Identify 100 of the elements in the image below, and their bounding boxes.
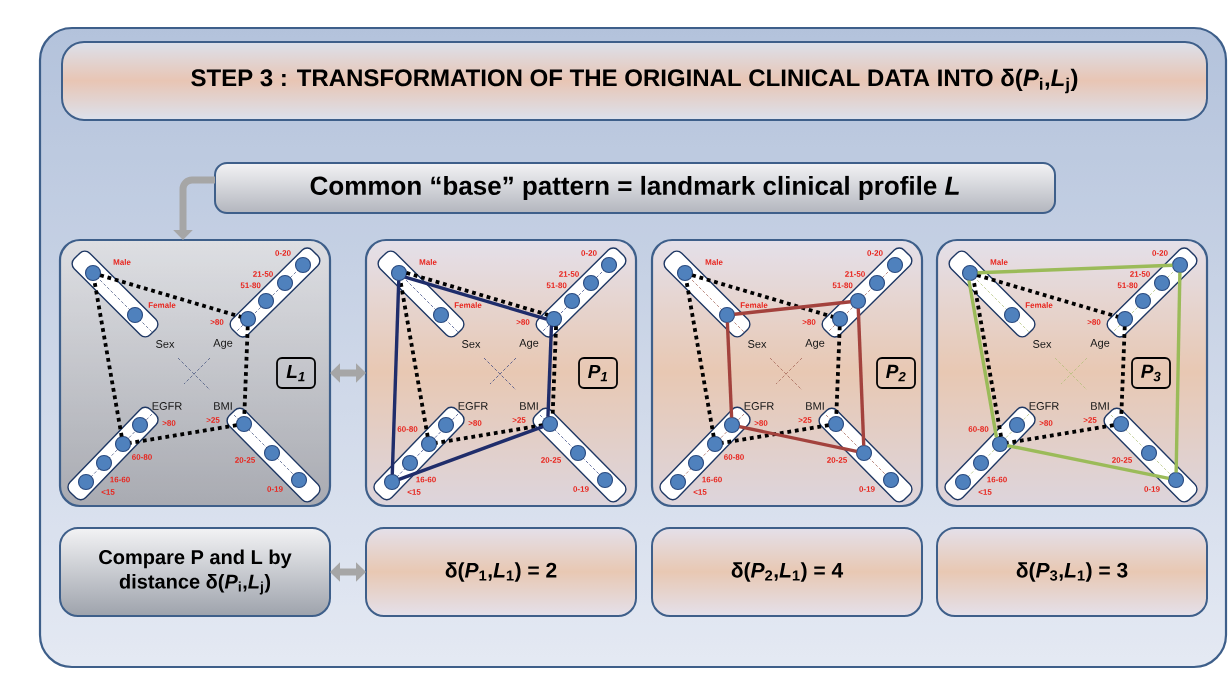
dot-marker <box>972 454 990 472</box>
dotted-line <box>684 280 716 437</box>
axis-label: EGFR <box>458 402 488 410</box>
dot-marker <box>131 416 149 434</box>
value-label: <15 <box>693 489 707 495</box>
dot-marker <box>991 435 1009 453</box>
tag-box: P$_{1}$ <box>578 357 618 389</box>
value-label: >80 <box>802 319 816 325</box>
dot-marker <box>582 274 600 292</box>
value-label: 0-19 <box>859 486 875 492</box>
polygon-line <box>739 424 858 454</box>
value-label: 0-20 <box>867 250 883 256</box>
value-label: Female <box>740 302 768 308</box>
dotted-line <box>99 273 242 319</box>
value-label: >80 <box>468 420 482 426</box>
dot-marker <box>420 435 438 453</box>
dot-marker <box>545 310 563 328</box>
axis-label: Sex <box>1033 340 1052 348</box>
dot-marker <box>718 306 736 324</box>
polygon-line <box>856 308 866 446</box>
dotted-line <box>1119 326 1127 417</box>
dotted-line <box>976 273 1119 319</box>
result-box: δ(P$_{2}$,L$_{1}$) = 4 <box>651 527 923 617</box>
dot-marker <box>706 435 724 453</box>
value-label: 21-50 <box>1130 271 1150 277</box>
value-label: 0-19 <box>573 486 589 492</box>
dotted-line <box>130 423 237 445</box>
axis-label: Sex <box>748 340 767 348</box>
value-label: >80 <box>1087 319 1101 325</box>
axis-label: EGFR <box>1029 402 1059 410</box>
dot-marker <box>723 416 741 434</box>
value-label: Female <box>148 302 176 308</box>
dot-marker <box>95 454 113 472</box>
value-label: 20-25 <box>541 457 561 463</box>
value-label: >25 <box>798 417 812 423</box>
dot-marker <box>868 274 886 292</box>
axis-label: BMI <box>1091 402 1109 410</box>
axis-label: Age <box>805 339 825 349</box>
value-label: 51-80 <box>832 282 853 289</box>
polygon-line <box>546 326 554 417</box>
dot-marker <box>257 292 275 310</box>
value-label: <15 <box>978 489 992 495</box>
dot-marker <box>849 292 867 310</box>
axis-label: Age <box>1090 339 1110 349</box>
dot-marker <box>290 471 308 489</box>
axis-label: BMI <box>806 402 824 410</box>
value-label: Female <box>1025 302 1053 308</box>
value-label: >25 <box>512 417 526 423</box>
value-label: 21-50 <box>253 271 273 277</box>
dot-marker <box>114 435 132 453</box>
axis-label: BMI <box>520 402 538 410</box>
dot-marker <box>1171 256 1189 274</box>
dot-marker <box>596 471 614 489</box>
dot-marker <box>239 310 257 328</box>
dotted-line <box>1007 423 1114 445</box>
axis-label: EGFR <box>152 402 182 410</box>
value-label: Male <box>419 259 437 265</box>
value-label: >25 <box>1083 417 1097 423</box>
result-box: δ(P$_{3}$,L$_{1}$) = 3 <box>936 527 1208 617</box>
dot-marker <box>886 256 904 274</box>
value-label: 0-20 <box>581 250 597 256</box>
block-arrow <box>330 562 366 582</box>
dot-marker <box>827 415 845 433</box>
value-label: 51-80 <box>1117 282 1138 289</box>
axis-label: Sex <box>156 340 175 348</box>
dot-marker <box>1153 274 1171 292</box>
tag-box: P$_{2}$ <box>876 357 916 389</box>
dot-marker <box>1116 310 1134 328</box>
value-label: 20-25 <box>1112 457 1132 463</box>
axis-label: Sex <box>462 340 481 348</box>
value-label: 20-25 <box>235 457 255 463</box>
dot-marker <box>1167 471 1185 489</box>
value-label: >25 <box>206 417 220 423</box>
value-label: 0-19 <box>1144 486 1160 492</box>
dot-marker <box>235 415 253 433</box>
value-label: <15 <box>101 489 115 495</box>
value-label: 51-80 <box>546 282 567 289</box>
result-box: δ(P$_{1}$,L$_{1}$) = 2 <box>365 527 637 617</box>
dot-marker <box>687 454 705 472</box>
dot-marker <box>84 264 102 282</box>
dotted-line <box>92 280 124 437</box>
polygon-line <box>1007 443 1169 481</box>
value-label: Male <box>705 259 723 265</box>
value-label: 21-50 <box>845 271 865 277</box>
dotted-line <box>242 326 250 417</box>
polygon-line <box>734 300 851 316</box>
dot-marker <box>600 256 618 274</box>
dot-marker <box>563 292 581 310</box>
value-label: >80 <box>754 420 768 426</box>
dotted-line <box>436 423 543 445</box>
block-arrow <box>330 363 366 383</box>
value-label: 60-80 <box>968 426 989 432</box>
value-label: 20-25 <box>827 457 847 463</box>
dot-marker <box>676 264 694 282</box>
dot-marker <box>831 310 849 328</box>
axis-label: EGFR <box>744 402 774 410</box>
dotted-line <box>398 280 430 437</box>
value-label: >80 <box>1039 420 1053 426</box>
value-label: 16-60 <box>987 476 1007 483</box>
value-label: >80 <box>516 319 530 325</box>
